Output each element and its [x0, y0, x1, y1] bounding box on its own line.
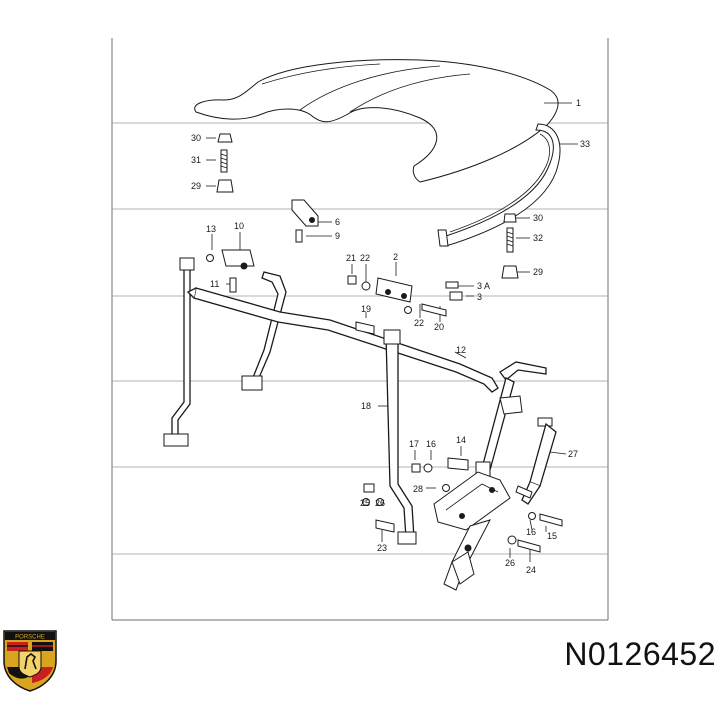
roof-cover	[194, 59, 559, 183]
callout-24: 24	[526, 565, 536, 575]
callout-12: 12	[456, 345, 466, 355]
part-number: N0126452	[564, 636, 716, 672]
callout-22: 22	[360, 253, 370, 263]
callout-10: 10	[234, 221, 244, 231]
callout-17: 17	[409, 439, 419, 449]
right-fasteners	[501, 213, 519, 279]
callout-16: 16	[426, 439, 436, 449]
callout-6: 6	[335, 217, 340, 227]
callout-25: 25	[360, 498, 370, 508]
crest-wordmark: PORSCHE	[15, 635, 45, 641]
callout-31: 31	[191, 155, 201, 165]
callout-2: 2	[393, 252, 398, 262]
lower-hinge-plate	[433, 471, 511, 591]
callout-3a: 3 A	[477, 281, 490, 291]
callout-32: 32	[533, 233, 543, 243]
callout-19: 19	[361, 304, 371, 314]
callout-9: 9	[335, 231, 340, 241]
porsche-crest-logo: PORSCHE	[3, 630, 57, 692]
callout-30: 30	[191, 133, 201, 143]
callout-26-lower: 26	[505, 558, 515, 568]
callout-29-right: 29	[533, 267, 543, 277]
callout-3: 3	[477, 292, 482, 302]
callout-14: 14	[456, 435, 466, 445]
center-hardware	[347, 275, 463, 335]
callout-30-right: 30	[533, 213, 543, 223]
callout-26: 26	[375, 498, 385, 508]
callout-11: 11	[210, 279, 219, 289]
callout-33: 33	[580, 139, 590, 149]
callout-labels: 1 33 30 31 29 6 9 30 32 29 13 10 11 21 2…	[191, 98, 590, 575]
seal-strip	[437, 123, 561, 247]
bracket-6	[291, 199, 319, 243]
callout-23: 23	[377, 543, 387, 553]
callout-18: 18	[361, 401, 371, 411]
callout-22-lower: 22	[414, 318, 424, 328]
left-frame-linkage	[163, 249, 287, 447]
callout-29: 29	[191, 181, 201, 191]
lower-hardware	[362, 457, 563, 553]
callout-16-lower: 16	[526, 527, 536, 537]
callout-27: 27	[568, 449, 578, 459]
callout-21: 21	[346, 253, 356, 263]
callout-20: 20	[434, 322, 444, 332]
left-fasteners	[216, 133, 234, 193]
callout-1: 1	[576, 98, 581, 108]
lever-18	[383, 329, 417, 545]
callout-15: 15	[547, 531, 557, 541]
callout-13: 13	[206, 224, 216, 234]
callout-28: 28	[413, 484, 423, 494]
